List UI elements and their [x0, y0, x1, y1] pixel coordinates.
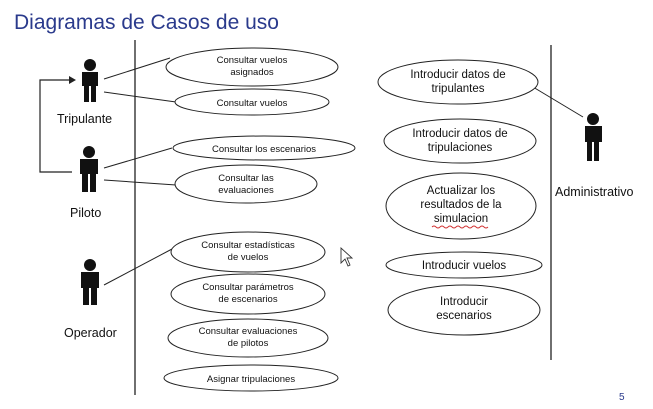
generalization-connector [39, 79, 72, 173]
svg-text:Introducir datos de: Introducir datos de [410, 69, 505, 81]
svg-text:Consultar vuelos: Consultar vuelos [217, 55, 288, 66]
svg-text:evaluaciones: evaluaciones [218, 185, 274, 196]
use-case-consultar-escenarios: Consultar los escenarios [172, 135, 356, 161]
association-line [103, 91, 177, 103]
svg-text:de vuelos: de vuelos [228, 252, 269, 263]
use-case-introducir-datos-tripulantes: Introducir datos de tripulantes [377, 59, 539, 105]
slide-title: Diagramas de Casos de uso [14, 11, 279, 34]
svg-text:Consultar evaluaciones: Consultar evaluaciones [199, 326, 298, 337]
use-case-consultar-estadisticas: Consultar estadísticas de vuelos [170, 231, 326, 273]
svg-text:escenarios: escenarios [436, 310, 492, 322]
use-case-consultar-vuelos: Consultar vuelos [174, 88, 330, 116]
svg-text:Consultar los escenarios: Consultar los escenarios [212, 144, 316, 155]
svg-text:Introducir datos de: Introducir datos de [412, 128, 507, 140]
svg-text:Asignar tripulaciones: Asignar tripulaciones [207, 374, 295, 385]
svg-text:Consultar vuelos: Consultar vuelos [217, 98, 288, 109]
svg-text:Consultar las: Consultar las [218, 173, 274, 184]
association-line [532, 86, 584, 118]
svg-text:Consultar estadísticas: Consultar estadísticas [201, 240, 295, 251]
use-case-introducir-vuelos: Introducir vuelos [385, 251, 543, 279]
use-case-consultar-vuelos-asignados: Consultar vuelos asignados [165, 47, 339, 87]
actor-operador-icon [81, 259, 99, 305]
mouse-cursor-icon [340, 246, 354, 267]
actor-piloto-icon [80, 146, 98, 192]
use-case-introducir-escenarios: Introducir escenarios [387, 284, 541, 336]
svg-text:Introducir vuelos: Introducir vuelos [422, 260, 507, 272]
use-case-consultar-evaluaciones-pilotos: Consultar evaluaciones de pilotos [167, 318, 329, 358]
actor-tripulante-label: Tripulante [57, 112, 112, 126]
association-line [103, 147, 173, 169]
actor-piloto-label: Piloto [70, 206, 101, 220]
use-case-introducir-datos-tripulaciones: Introducir datos de tripulaciones [383, 118, 537, 164]
svg-text:de pilotos: de pilotos [228, 338, 269, 349]
actor-administrativo-label: Administrativo [555, 185, 634, 199]
svg-text:resultados de la: resultados de la [420, 199, 502, 211]
svg-text:de escenarios: de escenarios [218, 294, 277, 305]
generalization-arrowhead [69, 76, 76, 84]
association-line [103, 179, 177, 186]
actor-tripulante-icon [82, 59, 98, 102]
actor-administrativo-icon [585, 113, 602, 161]
svg-text:simulacion: simulacion [434, 213, 488, 225]
spellcheck-underline [431, 225, 489, 229]
svg-text:tripulaciones: tripulaciones [428, 142, 493, 154]
svg-text:Actualizar los: Actualizar los [427, 185, 496, 197]
page-number: 5 [619, 392, 625, 403]
svg-text:tripulantes: tripulantes [431, 83, 484, 95]
use-case-asignar-tripulaciones: Asignar tripulaciones [163, 364, 339, 392]
association-line [103, 248, 173, 286]
actor-operador-label: Operador [64, 326, 117, 340]
association-line [103, 57, 171, 80]
svg-text:Consultar parámetros: Consultar parámetros [202, 282, 294, 293]
use-case-consultar-parametros: Consultar parámetros de escenarios [170, 273, 326, 315]
svg-text:Introducir: Introducir [440, 296, 488, 308]
svg-text:asignados: asignados [230, 67, 274, 78]
use-case-actualizar-resultados: Actualizar los resultados de la simulaci… [385, 172, 537, 240]
use-case-consultar-evaluaciones: Consultar las evaluaciones [174, 164, 318, 204]
